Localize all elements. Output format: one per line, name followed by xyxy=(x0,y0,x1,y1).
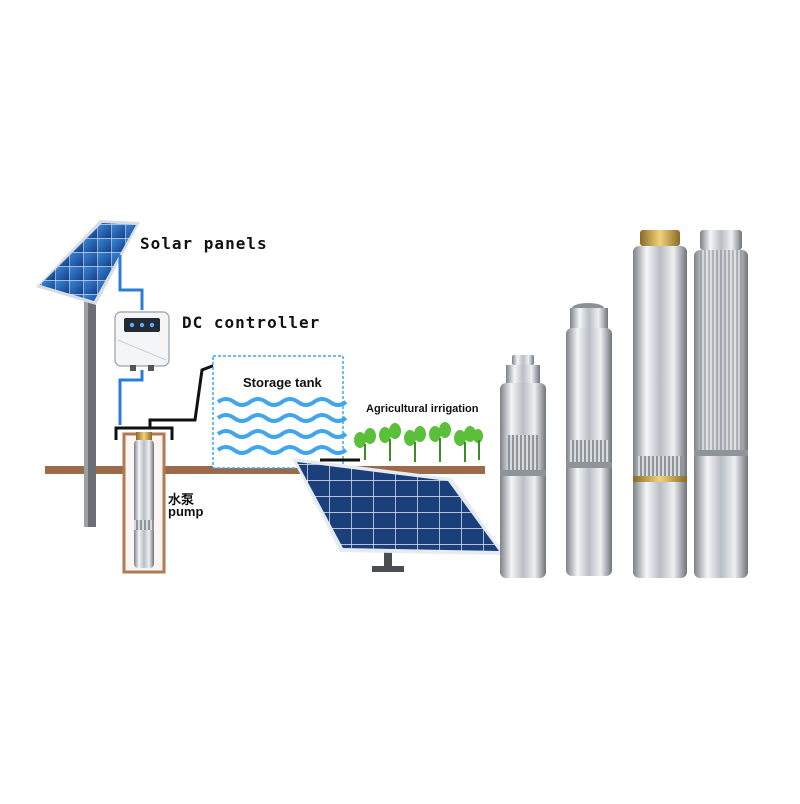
storage-tank xyxy=(212,355,348,469)
solar-array-large xyxy=(292,458,505,572)
cable-pipe-2 xyxy=(118,370,144,425)
dc-controller-box xyxy=(114,311,170,371)
pump-in-well xyxy=(134,432,154,568)
solar-panel-top xyxy=(36,220,140,305)
label-pump-en: pump xyxy=(168,504,204,519)
cable-pipe xyxy=(118,255,144,310)
label-storage-tank: Storage tank xyxy=(243,375,322,390)
product-pump-1 xyxy=(500,355,546,578)
label-solar-panels: Solar panels xyxy=(140,234,268,253)
tank-feed-pipe xyxy=(148,363,216,428)
product-pump-3 xyxy=(633,230,687,578)
irrigation-plants xyxy=(354,422,483,462)
product-pump-4 xyxy=(694,230,748,578)
product-pump-2 xyxy=(566,303,612,576)
outlet-pipe xyxy=(114,426,174,440)
ground-line xyxy=(45,466,485,474)
label-pump-cn: 水泵 xyxy=(168,492,195,507)
label-agricultural-irrigation: Agricultural irrigation xyxy=(366,403,479,415)
label-dc-controller: DC controller xyxy=(182,313,321,332)
